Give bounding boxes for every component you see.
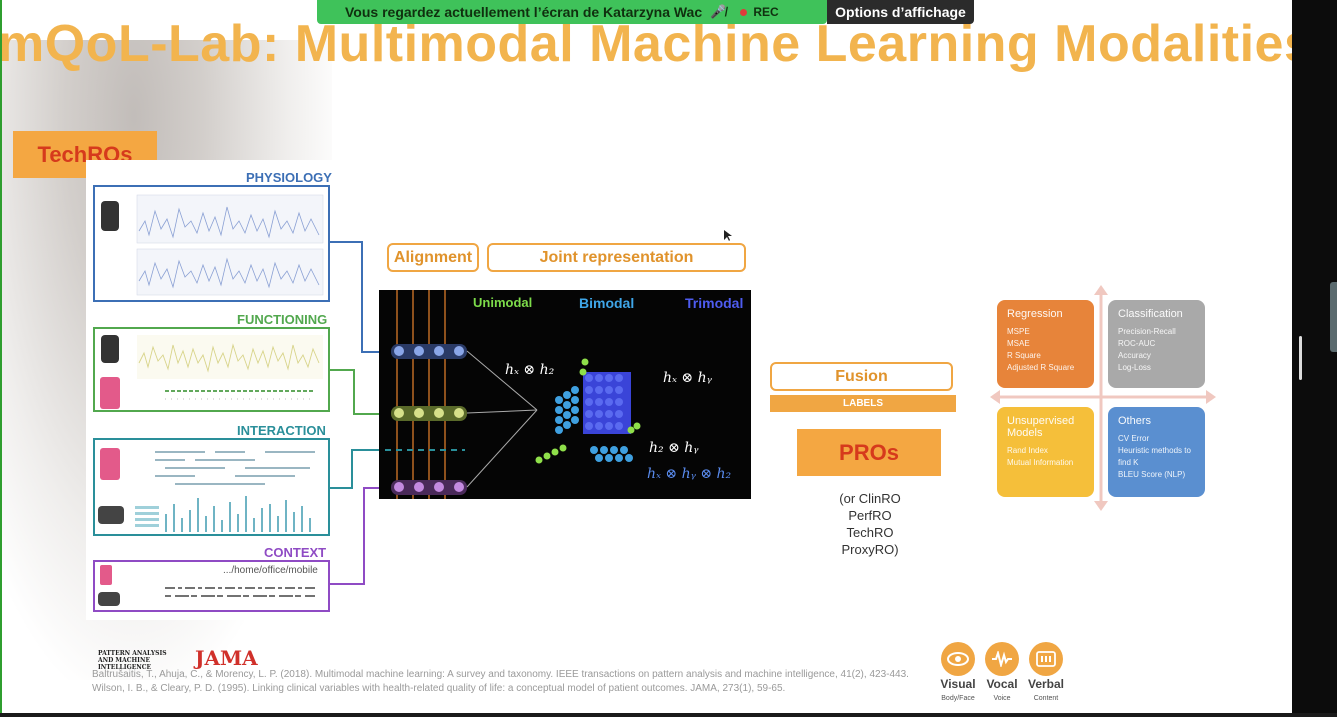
functioning-label: FUNCTIONING xyxy=(237,312,328,327)
slide-title: mQoL-Lab: Multimodal Machine Learning Mo… xyxy=(0,15,1292,73)
functioning-card xyxy=(93,327,330,412)
rec-label: REC xyxy=(753,5,779,19)
pami-logo: PATTERN ANALYSIS AND MACHINE INTELLIGENC… xyxy=(98,650,167,671)
presentation-slide: mQoL-Lab: Multimodal Machine Learning Mo… xyxy=(0,0,1292,713)
pros-item: TechRO xyxy=(846,525,894,540)
quadrant-axes xyxy=(990,285,1216,511)
scroll-handle[interactable] xyxy=(1299,336,1302,380)
classification-title: Classification xyxy=(1118,308,1183,320)
physiology-signal-chart xyxy=(136,194,324,296)
eye-icon xyxy=(941,642,975,676)
physiology-card xyxy=(93,185,330,302)
modality-sub-verbal: Content xyxy=(1033,695,1059,702)
interaction-label: INTERACTION xyxy=(237,423,326,438)
view-options-button[interactable]: Options d’affichage xyxy=(827,0,974,24)
screen-share-banner: Vous regardez actuellement l’écran de Ka… xyxy=(317,0,827,24)
unsupervised-title: Unsupervised Models xyxy=(1007,415,1075,439)
hx-hz-label: hₓ ⊗ h₂ xyxy=(505,362,555,378)
multimodal-fusion-diagram: Unimodal Bimodal Trimodal hₓ ⊗ h₂ hₓ ⊗ h… xyxy=(379,290,751,499)
reference-item: Baltrušaitis, T., Ahuja, C., & Morency, … xyxy=(92,669,909,680)
alignment-label: Alignment xyxy=(387,243,479,272)
pros-list: (or ClinRO PerfRO TechRO ProxyRO) xyxy=(822,490,918,558)
interaction-usage-chart xyxy=(135,451,315,532)
modality-label-vocal: Vocal xyxy=(986,677,1018,691)
modality-sub-vocal: Voice xyxy=(993,695,1011,702)
regression-quadrant: Regression MSPE MSAE R Square Adjusted R… xyxy=(997,300,1094,388)
rec-dot-icon xyxy=(740,8,748,16)
triple-product-label: hₓ ⊗ hᵧ ⊗ h₂ xyxy=(647,466,732,482)
text-icon xyxy=(1029,642,1063,676)
smartphone-icon xyxy=(100,448,120,480)
watch-icon xyxy=(101,335,119,363)
modality-label-visual: Visual xyxy=(940,677,976,691)
pros-item: PerfRO xyxy=(848,508,892,523)
metric-item: Precision-Recall xyxy=(1118,327,1176,336)
mouse-cursor-icon xyxy=(724,230,732,241)
hz-hy-label: h₂ ⊗ hᵧ xyxy=(649,440,699,456)
metric-item: R Square xyxy=(1007,351,1041,360)
waveform-icon xyxy=(985,642,1019,676)
fusion-label: Fusion xyxy=(770,362,953,391)
bottom-strip xyxy=(0,713,1337,717)
metric-item: CV Error xyxy=(1118,434,1150,443)
hx-hy-label: hₓ ⊗ hᵧ xyxy=(663,370,712,386)
trimodal-label: Trimodal xyxy=(685,295,744,311)
metric-item: Mutual Information xyxy=(1007,458,1074,467)
functioning-activity-chart xyxy=(137,335,323,400)
right-sidebar xyxy=(1292,0,1337,717)
laptop-icon xyxy=(98,592,120,606)
jama-logo: JAMA xyxy=(195,646,258,670)
tensor-fusion-figure xyxy=(385,290,641,499)
smartphone-icon xyxy=(100,565,112,585)
smartphone-icon xyxy=(100,377,120,409)
others-title: Others xyxy=(1118,415,1152,427)
unsupervised-quadrant: Unsupervised Models Rand Index Mutual In… xyxy=(997,407,1094,497)
context-path: .../home/office/mobile xyxy=(223,565,318,576)
mute-icon: 🎤̸ xyxy=(710,4,727,19)
modality-sub-visual: Body/Face xyxy=(941,695,975,702)
unimodal-label: Unimodal xyxy=(473,295,533,310)
metric-item: MSPE xyxy=(1007,327,1030,336)
joint-representation-label: Joint representation xyxy=(487,243,746,272)
panel-connectors xyxy=(330,241,390,585)
references: Baltrušaitis, T., Ahuja, C., & Morency, … xyxy=(92,668,909,696)
metric-item: Heuristic methods to find K xyxy=(1118,446,1191,467)
pros-item: (or ClinRO xyxy=(839,491,901,506)
pros-badge: PROs xyxy=(797,429,941,476)
regression-title: Regression xyxy=(1007,308,1063,320)
metric-item: ROC-AUC xyxy=(1118,339,1156,348)
others-quadrant: Others CV Error Heuristic methods to fin… xyxy=(1108,407,1205,497)
metric-item: MSAE xyxy=(1007,339,1030,348)
metric-item: Rand Index xyxy=(1007,446,1048,455)
context-location-chart xyxy=(165,587,315,597)
laptop-icon xyxy=(98,506,124,524)
pros-item: ProxyRO) xyxy=(841,542,899,557)
physiology-label: PHYSIOLOGY xyxy=(246,170,332,185)
interaction-card xyxy=(93,438,330,536)
bimodal-label: Bimodal xyxy=(579,295,635,311)
modality-label-verbal: Verbal xyxy=(1027,677,1065,691)
context-label: CONTEXT xyxy=(264,545,327,560)
metric-item: Accuracy xyxy=(1118,351,1151,360)
context-card: .../home/office/mobile xyxy=(93,560,330,612)
labels-bar: LABELS xyxy=(770,395,956,412)
watch-icon xyxy=(101,201,119,231)
reference-item: Wilson, I. B., & Cleary, P. D. (1995). L… xyxy=(92,683,786,694)
metric-item: BLEU Score (NLP) xyxy=(1118,470,1186,479)
side-tab[interactable] xyxy=(1330,282,1337,352)
metric-item: Log-Loss xyxy=(1118,363,1151,372)
metric-item: Adjusted R Square xyxy=(1007,363,1075,372)
banner-text: Vous regardez actuellement l’écran de Ka… xyxy=(345,4,703,20)
classification-quadrant: Classification Precision-Recall ROC-AUC … xyxy=(1108,300,1205,388)
